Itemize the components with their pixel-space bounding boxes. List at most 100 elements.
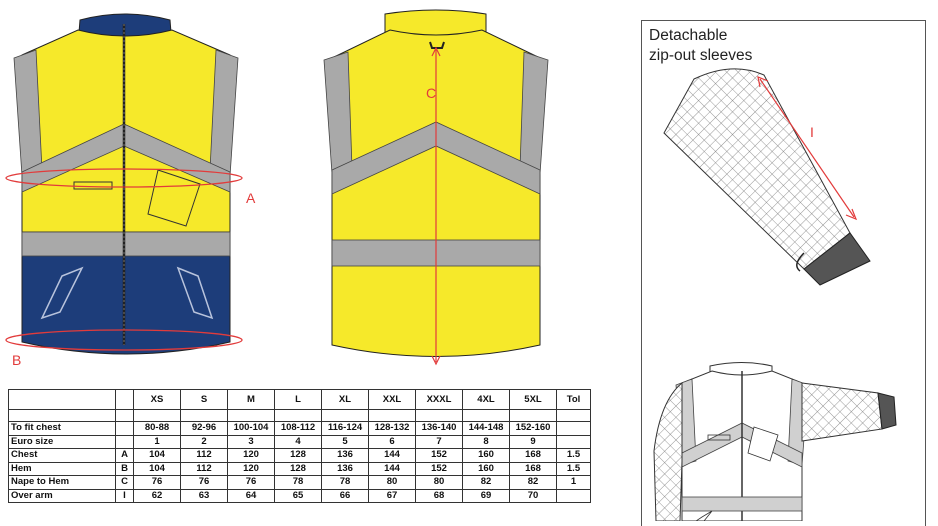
table-cell: 120 <box>227 461 275 476</box>
front-vest: A B <box>5 13 256 368</box>
table-row: Hem B 104 112 120 128 136 144 152 160 16… <box>8 461 591 476</box>
table-cell: 64 <box>227 488 275 503</box>
table-cell: 80 <box>415 475 463 490</box>
table-cell: 80 <box>368 475 416 490</box>
row-label: To fit chest <box>8 421 116 436</box>
table-cell: 152 <box>415 461 463 476</box>
table-cell: 104 <box>133 461 181 476</box>
table-row: Over arm I 62 63 64 65 66 67 68 69 70 <box>8 488 591 503</box>
table-cell: 108-112 <box>274 421 322 436</box>
marker-over-arm: I <box>810 124 814 140</box>
tol-header: Tol <box>556 389 591 410</box>
table-cell: 144 <box>368 448 416 463</box>
row-code <box>115 421 134 436</box>
table-cell: 78 <box>321 475 369 490</box>
size-header: S <box>180 389 228 410</box>
size-header: M <box>227 389 275 410</box>
table-row: Euro size 1 2 3 4 5 6 7 8 9 <box>8 434 591 449</box>
table-cell: 68 <box>415 488 463 503</box>
row-label: Hem <box>8 461 116 476</box>
table-cell: 136 <box>321 448 369 463</box>
table-cell: 128 <box>274 448 322 463</box>
table-cell: 136 <box>321 461 369 476</box>
sleeve-illustrations: I <box>653 68 897 521</box>
table-cell: 152 <box>415 448 463 463</box>
table-cell: 69 <box>462 488 510 503</box>
table-cell: 1 <box>133 434 181 449</box>
tol-cell: 1.5 <box>556 448 591 463</box>
table-row: Chest A 104 112 120 128 136 144 152 160 … <box>8 448 591 463</box>
table-cell: 144-148 <box>462 421 510 436</box>
table-cell: 100-104 <box>227 421 275 436</box>
size-header: XXXL <box>415 389 463 410</box>
table-spacer-row <box>8 409 591 422</box>
table-cell: 2 <box>180 434 228 449</box>
table-cell: 66 <box>321 488 369 503</box>
size-header: L <box>274 389 322 410</box>
table-cell: 152-160 <box>509 421 557 436</box>
table-cell: 3 <box>227 434 275 449</box>
header-blank <box>8 389 116 410</box>
table-row: Nape to Hem C 76 76 76 78 78 80 80 82 82… <box>8 475 591 490</box>
table-cell: 116-124 <box>321 421 369 436</box>
tol-cell <box>556 421 591 436</box>
row-code: C <box>115 475 134 490</box>
garment-illustrations: A B C <box>5 9 549 368</box>
size-header: XS <box>133 389 181 410</box>
header-code-blank <box>115 389 134 410</box>
table-cell: 136-140 <box>415 421 463 436</box>
table-cell: 4 <box>274 434 322 449</box>
sleeves-panel: Detachable zip-out sleeves I <box>641 20 926 526</box>
table-cell: 128-132 <box>368 421 416 436</box>
table-cell: 8 <box>462 434 510 449</box>
table-cell: 144 <box>368 461 416 476</box>
table-cell: 104 <box>133 448 181 463</box>
table-cell: 62 <box>133 488 181 503</box>
table-cell: 82 <box>462 475 510 490</box>
size-header-row: XS S M L XL XXL XXXL 4XL 5XL Tol <box>8 389 591 410</box>
table-cell: 82 <box>509 475 557 490</box>
tol-cell <box>556 434 591 449</box>
table-cell: 7 <box>415 434 463 449</box>
table-cell: 70 <box>509 488 557 503</box>
table-cell: 168 <box>509 461 557 476</box>
table-cell: 160 <box>462 448 510 463</box>
size-header: 4XL <box>462 389 510 410</box>
table-cell: 65 <box>274 488 322 503</box>
tol-cell: 1.5 <box>556 461 591 476</box>
panel-title: Detachable zip-out sleeves <box>649 27 753 64</box>
table-cell: 112 <box>180 461 228 476</box>
row-code <box>115 434 134 449</box>
size-header: XXL <box>368 389 416 410</box>
marker-chest: A <box>246 190 256 206</box>
marker-hem: B <box>12 352 21 368</box>
table-cell: 120 <box>227 448 275 463</box>
row-label: Chest <box>8 448 116 463</box>
size-header: XL <box>321 389 369 410</box>
table-cell: 128 <box>274 461 322 476</box>
table-cell: 76 <box>227 475 275 490</box>
table-cell: 80-88 <box>133 421 181 436</box>
table-row: To fit chest 80-88 92-96 100-104 108-112… <box>8 421 591 436</box>
marker-nape-to-hem: C <box>426 85 436 101</box>
size-header: 5XL <box>509 389 557 410</box>
table-cell: 67 <box>368 488 416 503</box>
row-code: B <box>115 461 134 476</box>
size-table: XS S M L XL XXL XXXL 4XL 5XL Tol To fit … <box>8 389 591 503</box>
row-code: A <box>115 448 134 463</box>
table-cell: 76 <box>180 475 228 490</box>
row-label: Euro size <box>8 434 116 449</box>
table-cell: 5 <box>321 434 369 449</box>
table-cell: 112 <box>180 448 228 463</box>
table-cell: 9 <box>509 434 557 449</box>
row-code: I <box>115 488 134 503</box>
jacket-with-sleeve <box>653 362 897 521</box>
table-cell: 76 <box>133 475 181 490</box>
table-cell: 6 <box>368 434 416 449</box>
table-cell: 160 <box>462 461 510 476</box>
row-label: Nape to Hem <box>8 475 116 490</box>
table-cell: 92-96 <box>180 421 228 436</box>
detached-sleeve: I <box>663 68 871 286</box>
table-cell: 168 <box>509 448 557 463</box>
back-vest: C <box>323 9 549 366</box>
